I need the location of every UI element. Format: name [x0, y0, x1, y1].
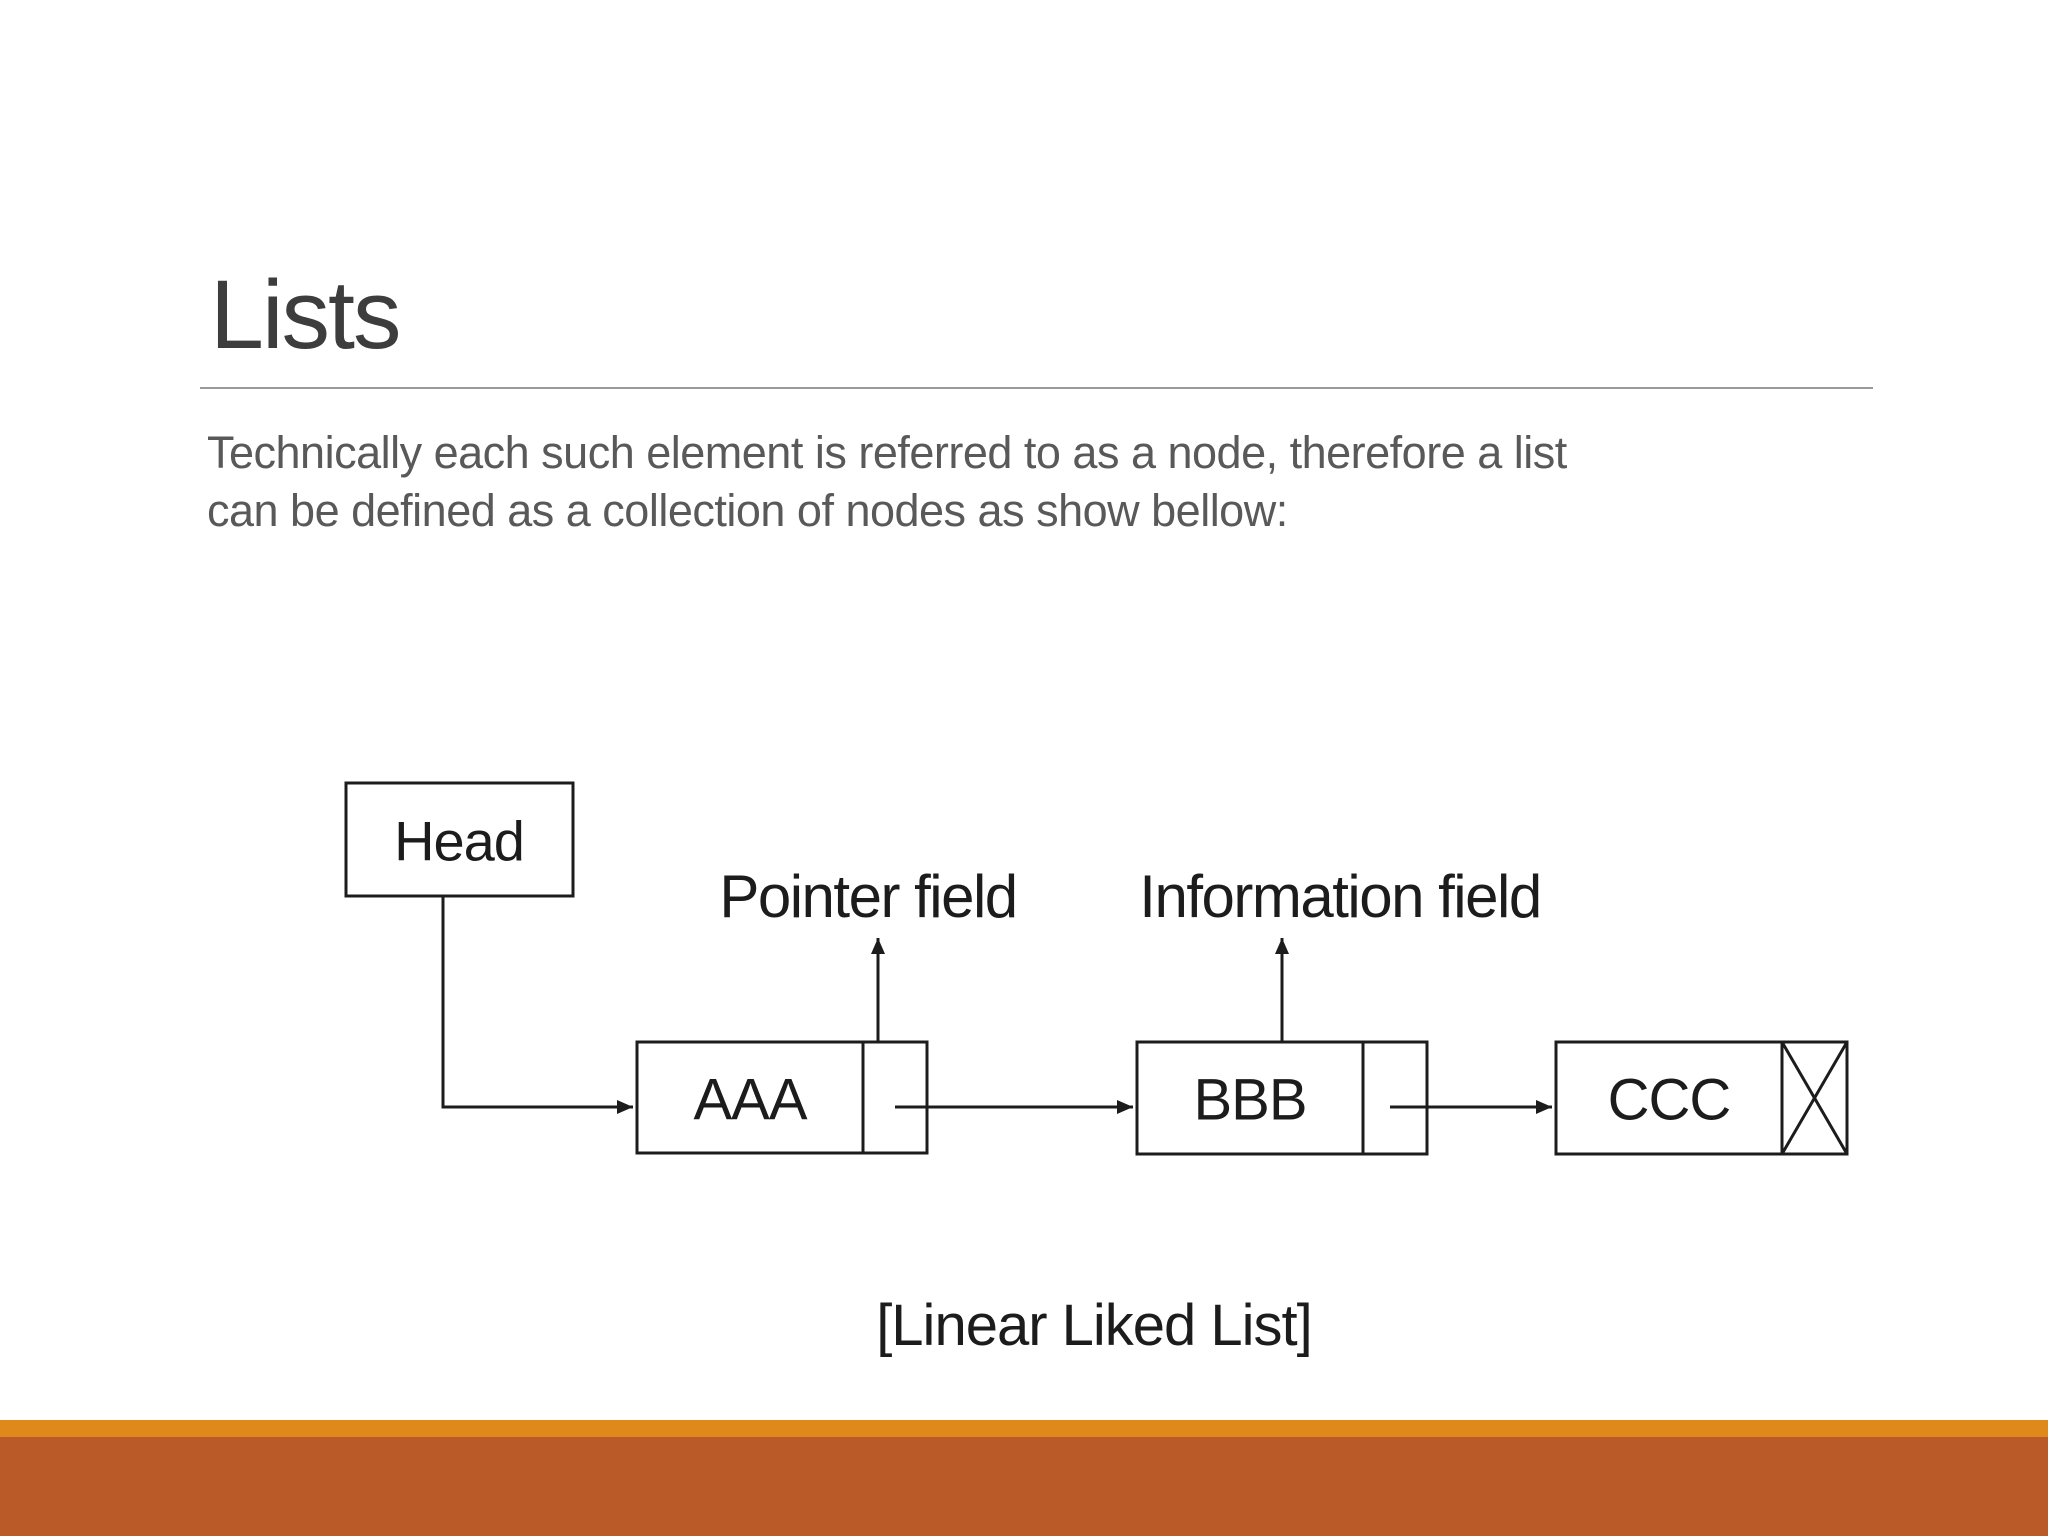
node-aaa: AAA: [635, 1040, 929, 1155]
body-line-1: Technically each such element is referre…: [207, 427, 1567, 478]
node-aaa-box: [635, 1040, 929, 1155]
null-pointer-cross: [1780, 1041, 1849, 1155]
footer-accent-bar: [0, 1437, 2048, 1536]
title-divider: [200, 387, 1873, 389]
node-bbb-label: BBB: [1193, 1068, 1306, 1133]
diagram-caption: [Linear Liked List]: [876, 1293, 1312, 1358]
pointer-field-label: Pointer field: [719, 863, 1016, 930]
head-box: [344, 781, 575, 898]
information-field-label: Information field: [1139, 863, 1540, 930]
node-ccc-box: [1554, 1040, 1849, 1156]
body-line-2: can be defined as a collection of nodes …: [207, 485, 1288, 536]
body-text: Technically each such element is referre…: [207, 424, 1767, 540]
node-aaa-label: AAA: [693, 1068, 807, 1133]
node-ccc-label: CCC: [1608, 1068, 1731, 1133]
node-ccc: CCC: [1554, 1040, 1849, 1156]
node-bbb-box: [1135, 1040, 1429, 1156]
head-pointer-arrow: [441, 896, 633, 1114]
page-title: Lists: [210, 260, 401, 369]
footer-accent-stripe: [0, 1420, 2048, 1437]
node-bbb: BBB: [1135, 1040, 1429, 1156]
head-label: Head: [394, 810, 524, 873]
